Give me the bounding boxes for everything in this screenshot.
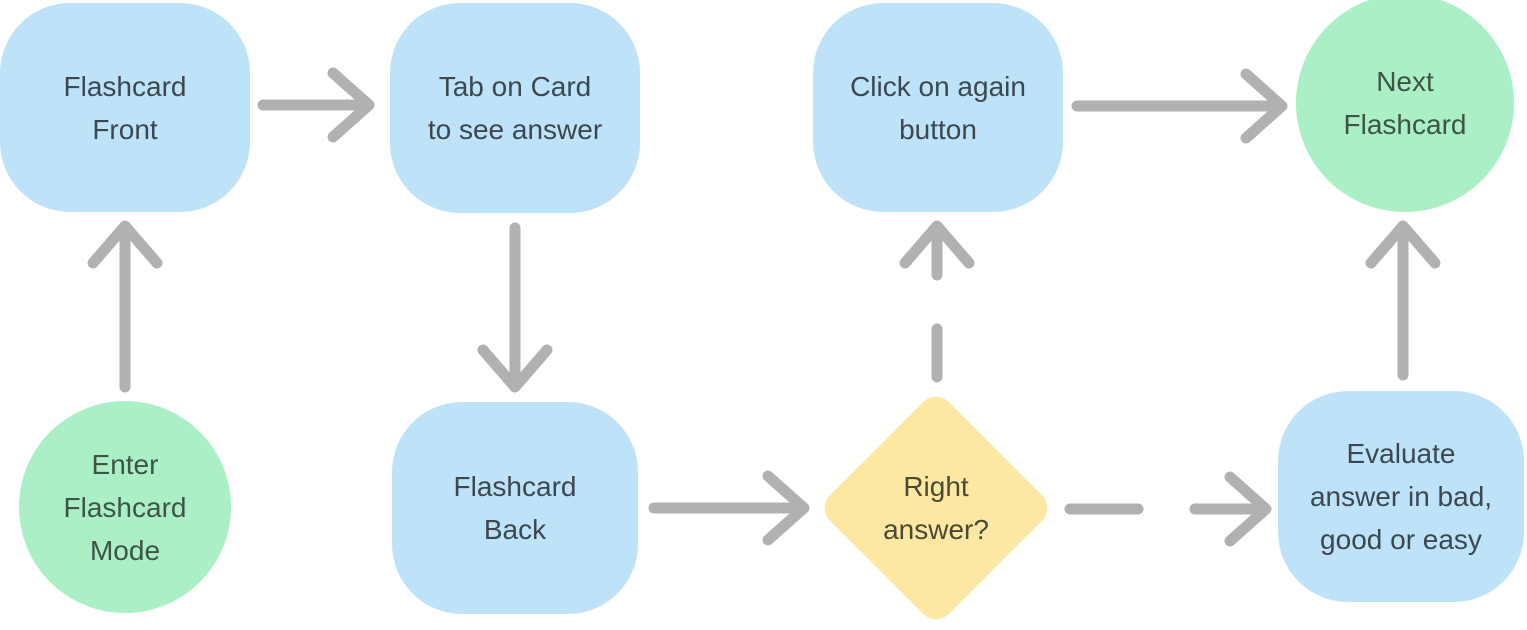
- node-flashcard-front-label: Flashcard Front: [63, 70, 187, 145]
- node-flashcard-back-label: Flashcard Back: [453, 471, 577, 545]
- arrow-back-to-diamond: [648, 470, 810, 546]
- node-tab-on-card-label: Tab on Card to see answer: [427, 71, 603, 145]
- arrow-click-to-next: [1071, 68, 1288, 144]
- arrow-diamond-to-evaluate-dashed: [1064, 471, 1272, 547]
- node-flashcard-front: Flashcard Front: [0, 3, 250, 212]
- node-flashcard-back: Flashcard Back: [392, 402, 638, 614]
- node-evaluate-answer: Evaluate answer in bad, good or easy: [1278, 391, 1524, 602]
- node-click-again-label: Click on again button: [850, 70, 1026, 145]
- arrow-front-to-tab: [257, 67, 375, 143]
- arrow-diamond-to-click-dashed: [899, 220, 975, 383]
- node-right-answer-label: Right answer?: [883, 471, 989, 545]
- arrow-evaluate-to-next: [1365, 220, 1441, 381]
- node-evaluate-answer-label: Evaluate answer in bad, good or easy: [1309, 438, 1493, 555]
- node-next-flashcard-label: Next Flashcard: [1343, 66, 1467, 140]
- node-enter-flashcard-mode-label: Enter Flashcard Mode: [63, 448, 187, 566]
- node-enter-flashcard-mode: Enter Flashcard Mode: [19, 401, 231, 613]
- node-click-again: Click on again button: [813, 3, 1063, 212]
- node-next-flashcard: Next Flashcard: [1296, 0, 1514, 212]
- node-tab-on-card: Tab on Card to see answer: [390, 3, 640, 213]
- arrow-tab-to-back: [477, 222, 553, 393]
- arrow-enter-to-front: [87, 220, 163, 393]
